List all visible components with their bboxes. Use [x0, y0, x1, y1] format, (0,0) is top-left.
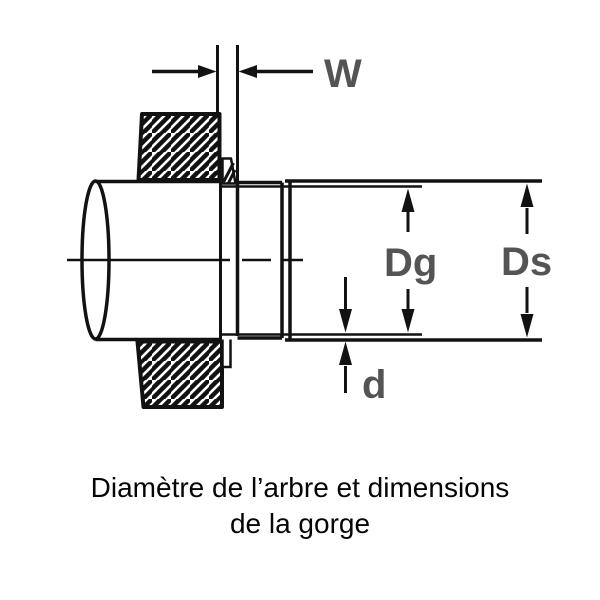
ds-label: Ds: [501, 240, 552, 284]
ds-arrow-up: [520, 183, 534, 207]
retaining-ring-top: [221, 157, 237, 185]
ds-arrow-down: [520, 314, 534, 338]
dg-arrow-up: [401, 188, 415, 212]
w-label: W: [324, 52, 362, 96]
dg-arrow-down: [401, 309, 415, 333]
d-label: d: [362, 363, 386, 407]
d-arrow-down: [339, 309, 352, 333]
housing-bottom: [135, 339, 224, 409]
caption-line-1: Diamètre de l’arbre et dimensions: [91, 472, 510, 503]
w-arrow-left: [198, 65, 217, 78]
caption-line-2: de la gorge: [230, 508, 370, 539]
dimension-ds: Ds: [285, 179, 552, 342]
w-arrow-right: [238, 65, 257, 78]
housing-top: [136, 112, 222, 182]
retaining-ring-bottom: [221, 339, 232, 369]
dimension-dg: Dg: [220, 185, 437, 336]
dg-label: Dg: [384, 241, 437, 285]
dimension-w: W: [152, 45, 362, 183]
d-arrow-up: [339, 341, 352, 365]
dimension-d: d: [339, 277, 386, 407]
